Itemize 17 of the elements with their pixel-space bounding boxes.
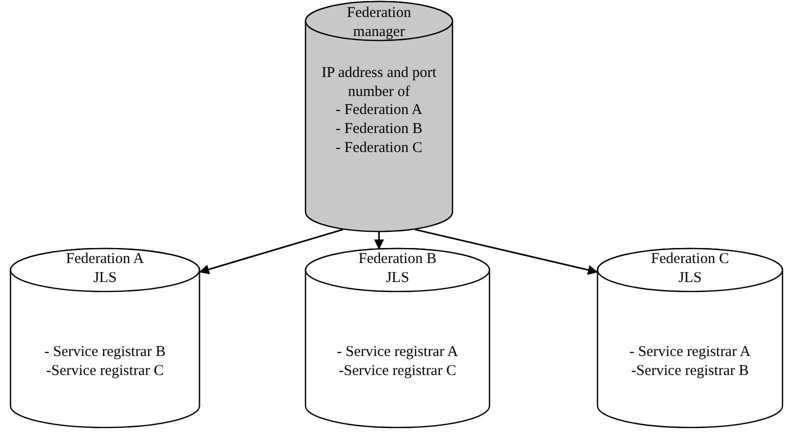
cylinder-title: Federation manager <box>346 4 412 42</box>
arrow <box>199 228 344 274</box>
cylinder-text: -Service registrar C <box>338 362 458 381</box>
cylinder-text: -Service registrar B <box>630 362 750 381</box>
cylinder-text: - Service registrar A <box>628 343 752 362</box>
cylinder-text: IP address and port number of <box>320 64 438 102</box>
cylinder-title: Federation C JLS <box>650 250 730 288</box>
cylinder-text: -Service registrar C <box>45 362 165 381</box>
cylinder-text: - Federation A <box>334 101 424 120</box>
arrow <box>414 228 598 275</box>
cylinder-text: - Service registrar B <box>43 343 167 362</box>
cylinder-text: - Federation C <box>334 139 424 158</box>
arrow <box>374 232 384 250</box>
cylinder-title: Federation B JLS <box>358 250 438 288</box>
cylinder-title: Federation A JLS <box>65 250 145 288</box>
cylinder-text: - Federation B <box>334 120 424 139</box>
cylinder-text: - Service registrar A <box>336 343 460 362</box>
